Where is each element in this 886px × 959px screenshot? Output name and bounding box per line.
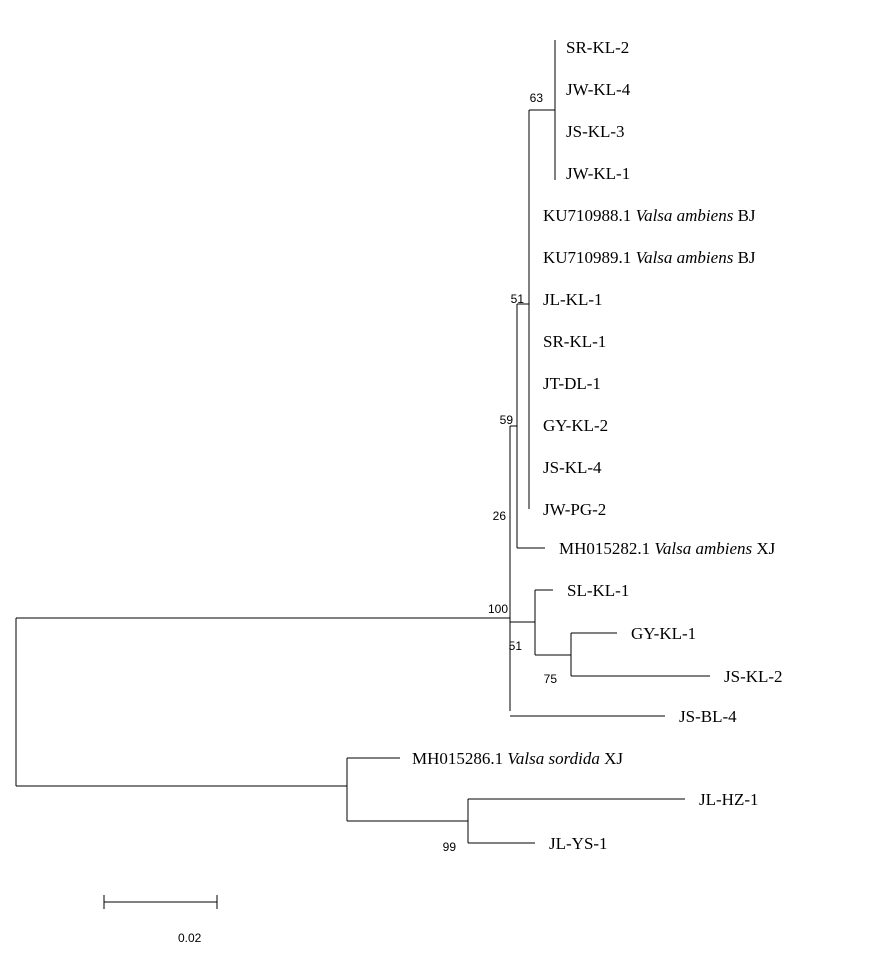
taxon-label-js-kl-2: JS-KL-2 [724, 667, 783, 686]
taxon-accession: MH015286.1 [412, 749, 507, 768]
taxon-label-ku710988: KU710988.1 Valsa ambiens BJ [543, 206, 756, 225]
taxon-species: Valsa ambiens [636, 206, 734, 225]
taxon-label-js-kl-3: JS-KL-3 [566, 122, 625, 141]
taxon-label-jw-kl-1: JW-KL-1 [566, 164, 630, 183]
taxon-accession: KU710989.1 [543, 248, 636, 267]
bootstrap-value-n99: 99 [443, 840, 457, 854]
taxon-label-mh015286: MH015286.1 Valsa sordida XJ [412, 749, 623, 768]
taxon-label-sr-kl-1: SR-KL-1 [543, 332, 606, 351]
taxon-label-mh015282: MH015282.1 Valsa ambiens XJ [559, 539, 776, 558]
taxon-label-gy-kl-1: GY-KL-1 [631, 624, 696, 643]
taxon-species: Valsa ambiens [654, 539, 752, 558]
taxon-accession: MH015282.1 [559, 539, 654, 558]
taxon-label-gy-kl-2: GY-KL-2 [543, 416, 608, 435]
taxon-label-js-kl-4: JS-KL-4 [543, 458, 602, 477]
taxon-label-jl-ys-1: JL-YS-1 [549, 834, 608, 853]
bootstrap-value-n59: 59 [500, 413, 514, 427]
taxon-origin: XJ [600, 749, 624, 768]
bootstrap-value-n75: 75 [544, 672, 558, 686]
taxon-species: Valsa ambiens [636, 248, 734, 267]
taxon-label-jl-kl-1: JL-KL-1 [543, 290, 602, 309]
taxon-label-ku710989: KU710989.1 Valsa ambiens BJ [543, 248, 756, 267]
taxon-label-jw-kl-4: JW-KL-4 [566, 80, 631, 99]
scale-bar: 0.02 [103, 895, 218, 945]
bootstrap-value-n51a: 51 [511, 292, 525, 306]
taxon-label-jl-hz-1: JL-HZ-1 [699, 790, 758, 809]
bootstrap-values: 63 51 59 26 100 51 75 99 [443, 91, 558, 854]
bootstrap-value-n63: 63 [530, 91, 544, 105]
scale-bar-label: 0.02 [178, 931, 202, 945]
taxon-label-jw-pg-2: JW-PG-2 [543, 500, 606, 519]
taxon-label-sl-kl-1: SL-KL-1 [567, 581, 629, 600]
taxon-origin: XJ [752, 539, 776, 558]
bootstrap-value-n51b: 51 [509, 639, 523, 653]
taxon-species: Valsa sordida [507, 749, 599, 768]
taxon-label-jt-dl-1: JT-DL-1 [543, 374, 601, 393]
tree-branches [15, 40, 710, 844]
taxon-origin: BJ [733, 248, 756, 267]
bootstrap-value-n100: 100 [488, 602, 508, 616]
taxon-origin: BJ [733, 206, 756, 225]
taxon-accession: KU710988.1 [543, 206, 636, 225]
taxon-label-js-bl-4: JS-BL-4 [679, 707, 737, 726]
bootstrap-value-n26: 26 [493, 509, 507, 523]
taxon-label-sr-kl-2: SR-KL-2 [566, 38, 629, 57]
